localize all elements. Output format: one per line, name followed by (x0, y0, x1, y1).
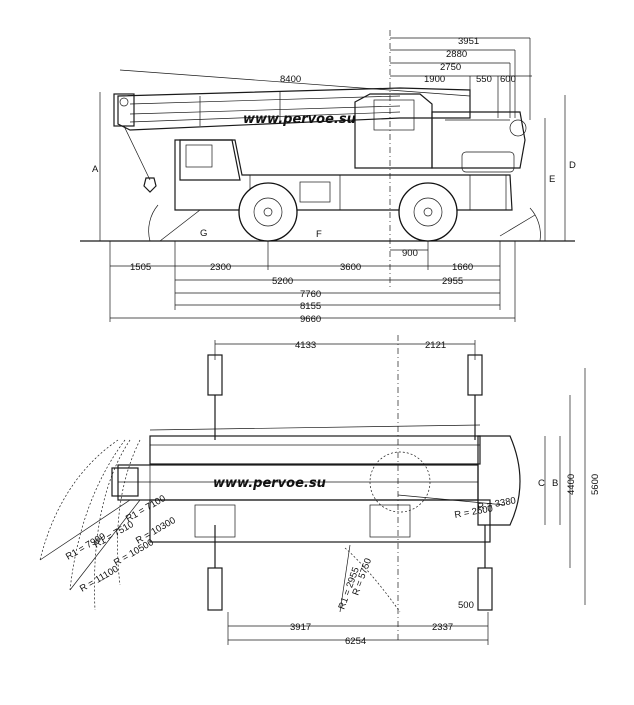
dim-4400: 4400 (566, 474, 577, 495)
watermark-top: www.pervoe.su (243, 112, 356, 127)
dim-4133: 4133 (295, 340, 316, 351)
dim-letter-e: E (549, 174, 555, 185)
turning-radii: R1 = 7100 R = 10300 R1 = 7510 R = 10500 … (39, 439, 517, 613)
dim-1900: 1900 (424, 74, 445, 85)
counterweight-top (477, 435, 521, 526)
hook-block (143, 177, 157, 193)
top-dimensions: 3951 2880 2750 1900 550 600 (390, 36, 532, 120)
dim-9660: 9660 (300, 314, 321, 325)
dim-900: 900 (402, 248, 418, 259)
counterweight-pin (509, 119, 527, 137)
dim-1660: 1660 (452, 262, 473, 273)
chassis (174, 139, 513, 211)
radius-r-10500: R = 10500 (112, 537, 156, 569)
dim-letter-d: D (569, 160, 576, 171)
dim-3600: 3600 (340, 262, 361, 273)
top-view: 4133 2121 (39, 335, 601, 647)
dim-8155: 8155 (300, 301, 321, 312)
radius-r-2600: R = 2600 (454, 503, 494, 521)
dim-3951: 3951 (458, 36, 479, 47)
boom-length-line (119, 69, 471, 97)
dim-letter-c: C (538, 478, 545, 489)
departure-angle-arc (529, 207, 541, 242)
driver-cab (179, 139, 241, 181)
slewing-circle (369, 451, 431, 513)
superstructure (354, 93, 527, 173)
approach-angle-arc (148, 204, 159, 242)
radius-r-11100: R = 11100 (78, 564, 120, 595)
dim-letter-a: A (92, 164, 99, 175)
dim-letter-b: B (552, 478, 558, 489)
dim-600: 600 (500, 74, 516, 85)
bottom-dimensions: 1505 2300 3600 900 1660 5200 2955 7760 8… (109, 241, 516, 325)
chassis-top-view (149, 424, 491, 543)
dim-2337: 2337 (432, 622, 453, 633)
dim-2121: 2121 (425, 340, 446, 351)
dim-500: 500 (458, 600, 474, 611)
operator-cabin (354, 93, 433, 169)
dim-5200: 5200 (272, 276, 293, 287)
dim-550: 550 (476, 74, 492, 85)
dim-letter-g: G (200, 228, 207, 239)
dim-letter-f: F (316, 229, 322, 240)
outrigger-front-left (207, 354, 223, 440)
dim-5600: 5600 (590, 474, 601, 495)
outrigger-rear-right (477, 525, 493, 611)
rear-wheel (398, 182, 458, 242)
outrigger-rear-left (467, 354, 483, 440)
dim-1505: 1505 (130, 262, 151, 273)
boom (113, 87, 471, 193)
dim-8400: 8400 (280, 74, 301, 85)
dim-3917: 3917 (290, 622, 311, 633)
side-view: 3951 2880 2750 1900 550 600 8400 A E D F… (80, 30, 576, 325)
dim-7760: 7760 (300, 289, 321, 300)
dim-2955: 2955 (442, 276, 463, 287)
height-dimensions: A E D F G (92, 92, 576, 241)
front-wheel (238, 182, 298, 242)
dim-2300: 2300 (210, 262, 231, 273)
outrigger-front-right (207, 525, 223, 611)
dim-2880: 2880 (446, 49, 467, 60)
watermark-bottom: www.pervoe.su (213, 476, 326, 491)
dim-6254: 6254 (345, 636, 366, 647)
dim-2750: 2750 (440, 62, 461, 73)
top-view-bottom-dimensions: 3917 2337 6254 (227, 612, 489, 647)
width-dimensions: C B 4400 5600 (538, 368, 601, 605)
